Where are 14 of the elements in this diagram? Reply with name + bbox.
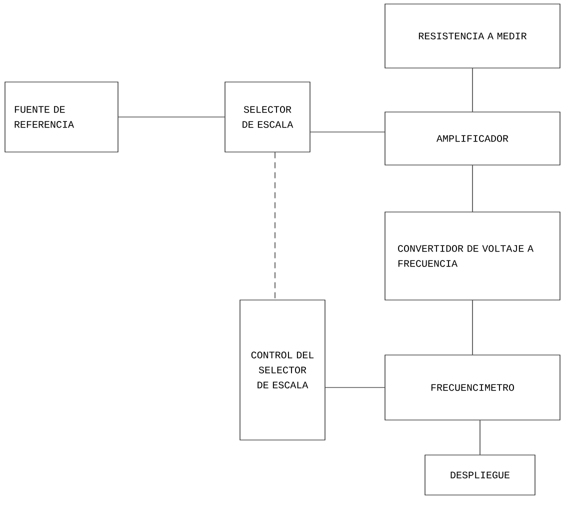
connector-line [472,300,473,355]
connector-line [325,387,385,388]
connector-line [274,152,276,300]
block-box: SELECTOR DE ESCALA [224,82,310,152]
block-box: FUENTE DE REFERENCIA [4,82,118,152]
block-box: RESISTENCIA A MEDIR [384,4,560,68]
connector-line [472,68,473,112]
block-box: CONVERTIDOR DE VOLTAJE A FRECUENCIA [384,212,560,300]
connector-line [118,116,225,118]
connector-line [472,165,473,212]
block-box: AMPLIFICADOR [384,112,560,166]
block-box: FRECUENCIMETRO [384,354,560,420]
block-box: DESPLIEGUE [424,454,536,496]
block-box: CONTROL DEL SELECTOR DE ESCALA [240,300,326,440]
